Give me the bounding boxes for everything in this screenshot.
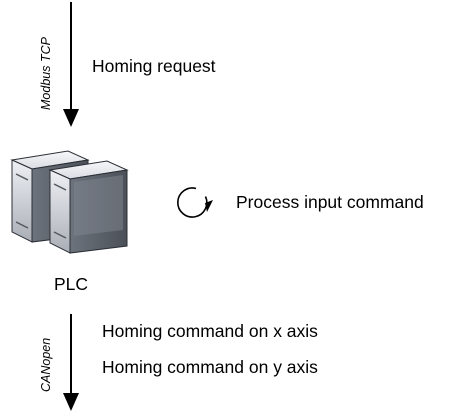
top-message-label: Homing request [92,56,216,76]
bottom-message-x: Homing command on x axis [102,321,318,341]
bottom-message-y: Homing command on y axis [102,357,318,377]
plc-label: PLC [54,274,89,294]
top-protocol-label: Modbus TCP [39,37,53,110]
process-label: Process input command [236,192,424,212]
bottom-protocol-label: CANopen [39,337,53,392]
